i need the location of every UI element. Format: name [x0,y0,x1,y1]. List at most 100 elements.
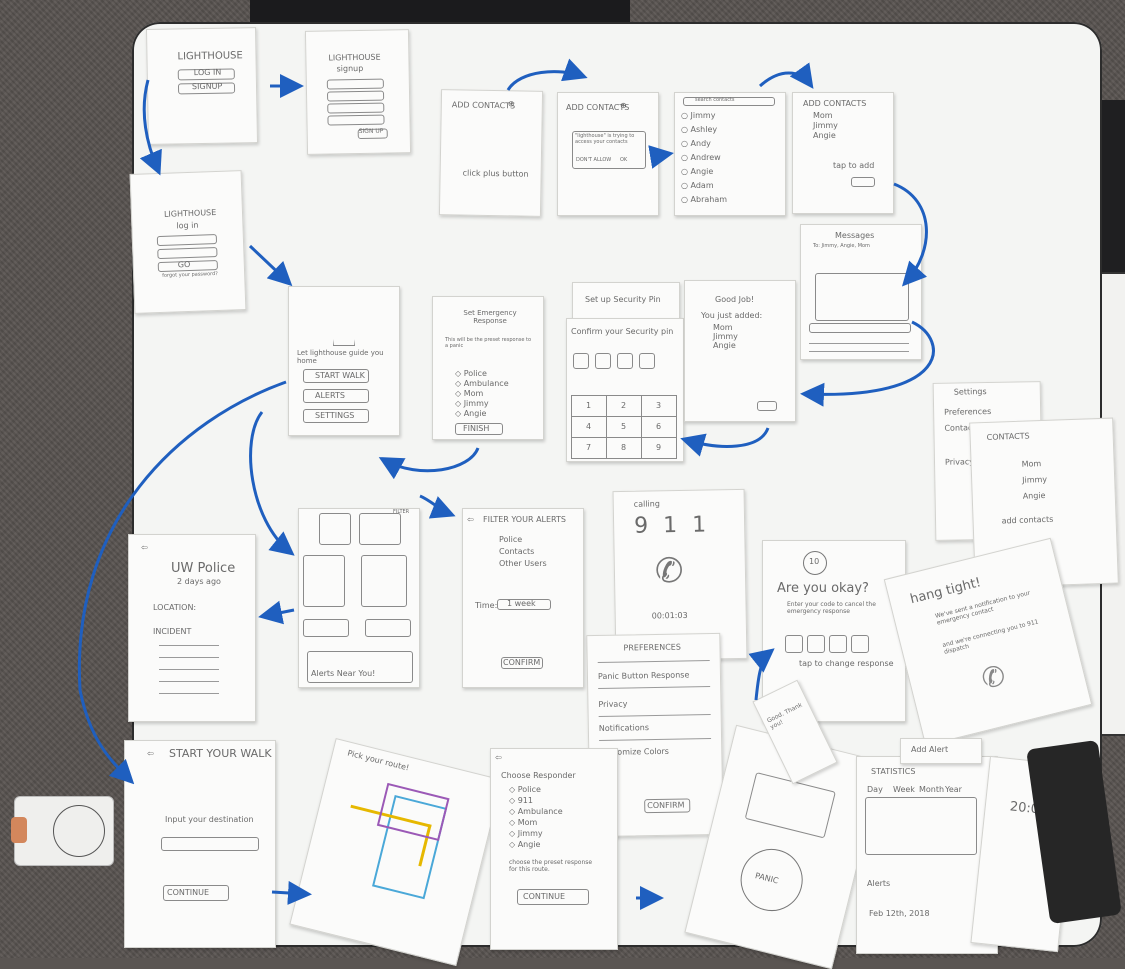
sketch-label: To: Jimmy, Angie, Mom [813,243,870,249]
plus-icon: ⊕ [620,101,627,110]
sketch-alerts-map: FILTER Alerts Near You! [298,508,420,688]
sketch-title: ADD CONTACTS [803,99,867,108]
keypad-digit: 7 [586,443,592,452]
sketch-label: ALERTS [315,391,345,400]
sketch-start-walk: ⇦ START YOUR WALK Input your destination… [124,740,276,948]
sketch-label: Alerts Near You! [311,669,376,678]
flow-arrow [77,380,287,785]
sketch-label: INCIDENT [153,627,192,636]
sketch-label: ◇ Jimmy [455,399,489,408]
sketch-label: 1 week [507,599,536,608]
sketch-title: Set up Security Pin [585,295,661,304]
sketch-label: "lighthouse" is trying to access your co… [575,133,635,145]
flow-arrow [139,79,162,176]
sketch-label: choose the preset response for this rout… [509,859,593,873]
sketch-label: 2 days ago [177,577,221,586]
sketch-label: ◇ Angie [509,840,541,849]
keypad-digit: 6 [656,422,662,431]
sketch-label: Time: [475,601,498,610]
back-arrow-icon: ⇦ [147,749,154,758]
sketch-label: ○ Jimmy [681,111,716,120]
sketch-label: ○ Adam [681,181,714,190]
flow-arrow [800,320,935,407]
sketch-label: ○ Andy [681,139,711,148]
sketch-label: START WALK [315,371,365,380]
sketch-label: ○ Ashley [681,125,718,134]
flow-arrow [378,447,480,480]
keypad-key: 9 [641,437,677,459]
sketch-label: ◇ Jimmy [509,829,543,838]
flow-arrow [506,58,588,91]
back-arrow-icon: ⇦ [467,515,474,524]
back-arrow-icon: ⇦ [141,543,148,552]
flow-arrow [893,182,928,287]
sketch-label: DON'T ALLOW [576,157,612,163]
sketch-label: ○ Angie [681,167,714,176]
sketch-label: search contacts [695,97,735,103]
sketch-title: UW Police [171,561,236,576]
keypad-digit: 4 [586,422,592,431]
sketch-label: You just added: [701,311,763,320]
back-arrow-icon: ⇦ [495,753,502,762]
sketch-title: FILTER YOUR ALERTS [483,515,566,524]
sketch-label: Year [945,785,962,794]
sketch-title: Are you okay? [777,581,869,596]
sketch-label: ○ Abraham [681,195,728,204]
sketch-label: SETTINGS [315,411,355,420]
sketch-title: START YOUR WALK [169,747,272,760]
sketch-alert-detail: ⇦ UW Police 2 days ago LOCATION: INCIDEN… [128,534,256,722]
sketch-emergency-response: Set Emergency Response This will be the … [432,296,544,440]
sketch-label: 10 [809,557,820,566]
sketch-title: Messages [835,231,875,240]
sketch-label: ◇ Angie [455,409,487,418]
sketch-label: ◇ 911 [509,796,533,805]
sketch-add-contacts-done: ADD CONTACTS Mom Jimmy Angie tap to add [792,92,894,214]
sketch-label: Month [919,785,945,794]
sketch-label: Alerts [867,879,891,888]
sketch-label: tap to change response [799,659,894,668]
sketch-title: Good Job! [715,295,755,304]
sketch-home: Let lighthouse guide you home START WALK… [288,286,400,436]
sketch-label: LOCATION: [153,603,197,612]
sketch-title: Choose Responder [501,771,576,780]
sketch-add-contacts-dialog: ADD CONTACTS ⊕ "lighthouse" is trying to… [557,92,659,216]
sketch-label: Jimmy [713,332,738,341]
keypad-digit: 2 [621,401,627,410]
flow-arrow [271,880,312,905]
sketch-label: ○ Andrew [681,153,721,162]
sketch-label: ◇ Police [455,369,487,378]
sketch-label: Enter your code to cancel the emergency … [787,601,876,615]
countdown-circle [803,551,827,575]
keypad-digit: 3 [656,401,662,410]
sketch-label: Week [893,785,915,794]
sketch-label: CONTINUE [523,892,566,901]
chair [250,0,630,22]
sketch-label: ◇ Mom [455,389,484,398]
sketch-title: STATISTICS [871,767,916,776]
sketch-label: ◇ Ambulance [509,807,563,816]
keypad-digit: 5 [621,422,627,431]
keypad-digit: 9 [656,443,662,452]
sketch-good-job: Good Job! You just added: Mom Jimmy Angi… [684,280,796,422]
sketch-label: Let lighthouse guide you home [297,349,384,365]
flow-arrow [249,411,295,556]
sketch-label: tap to add [833,161,875,170]
sketch-label: Jimmy [813,121,838,130]
sketch-contact-list: search contacts ○ Jimmy ○ Ashley ○ Andy ○ A… [674,92,786,216]
sketch-label: Contacts [499,547,535,556]
sketch-label: ◇ Mom [509,818,538,827]
sketch-label: Other Users [499,559,547,568]
sketch-title: Confirm your Security pin [571,327,674,336]
sketch-label: CONFIRM [503,658,541,667]
sketch-title: Set Emergency Response [463,309,517,325]
sketch-label: Police [499,535,523,544]
sketch-label: OK [620,157,628,163]
sketch-label: Angie [813,131,836,140]
sketch-label: Angie [713,341,736,350]
sketch-title: Add Alert [911,745,949,754]
sketch-add-alert: Add Alert [900,738,982,764]
sketch-label: Input your destination [165,815,254,824]
keypad-digit: 8 [621,443,627,452]
sketch-label: CONTINUE [167,888,210,897]
